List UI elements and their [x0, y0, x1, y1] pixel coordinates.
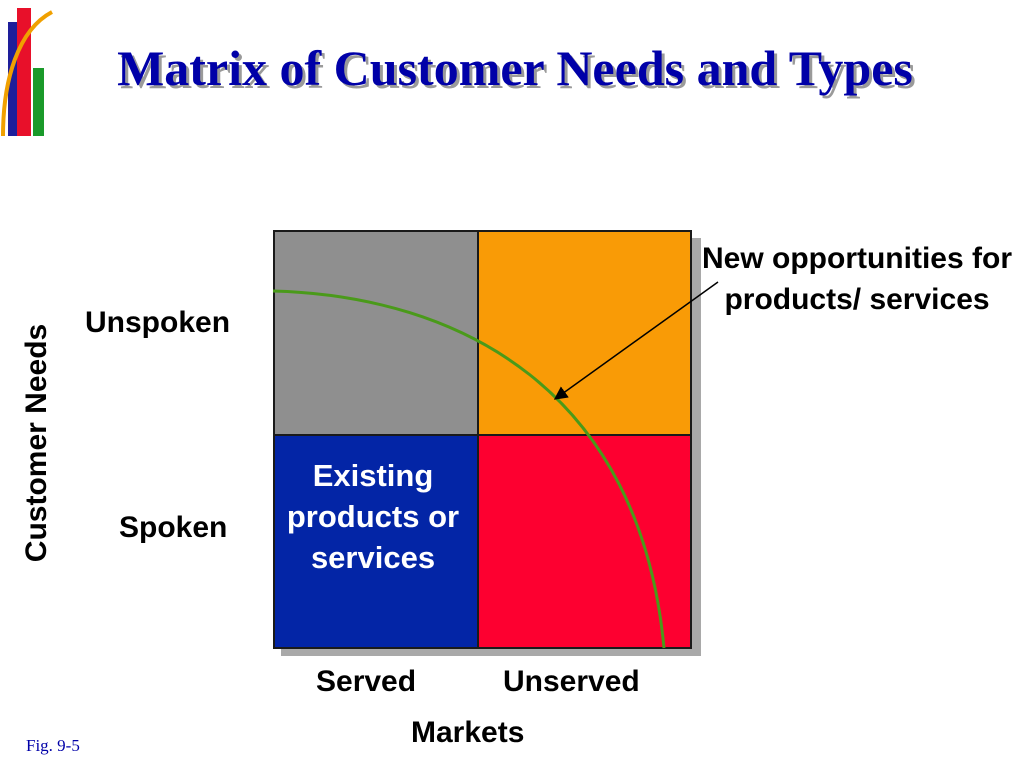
existing-products-label: Existing products or services	[286, 458, 460, 575]
slide-title: Matrix of Customer Needs and Types	[117, 40, 913, 96]
callout-text: New opportunities for products/ services	[702, 242, 1012, 316]
cell-spoken-unserved	[477, 434, 692, 649]
cell-unspoken-unserved	[477, 230, 692, 437]
bar-chart-logo	[1, 8, 53, 137]
row-label-spoken: Spoken	[119, 511, 228, 544]
y-axis-title: Customer Needs	[20, 323, 53, 563]
figure-label: Fig. 9-5	[26, 736, 80, 755]
column-label-unserved: Unserved	[503, 665, 640, 698]
row-label-unspoken: Unspoken	[85, 306, 231, 339]
x-axis-title: Markets	[411, 716, 525, 749]
column-label-served: Served	[316, 665, 417, 698]
cell-unspoken-served	[273, 230, 480, 437]
